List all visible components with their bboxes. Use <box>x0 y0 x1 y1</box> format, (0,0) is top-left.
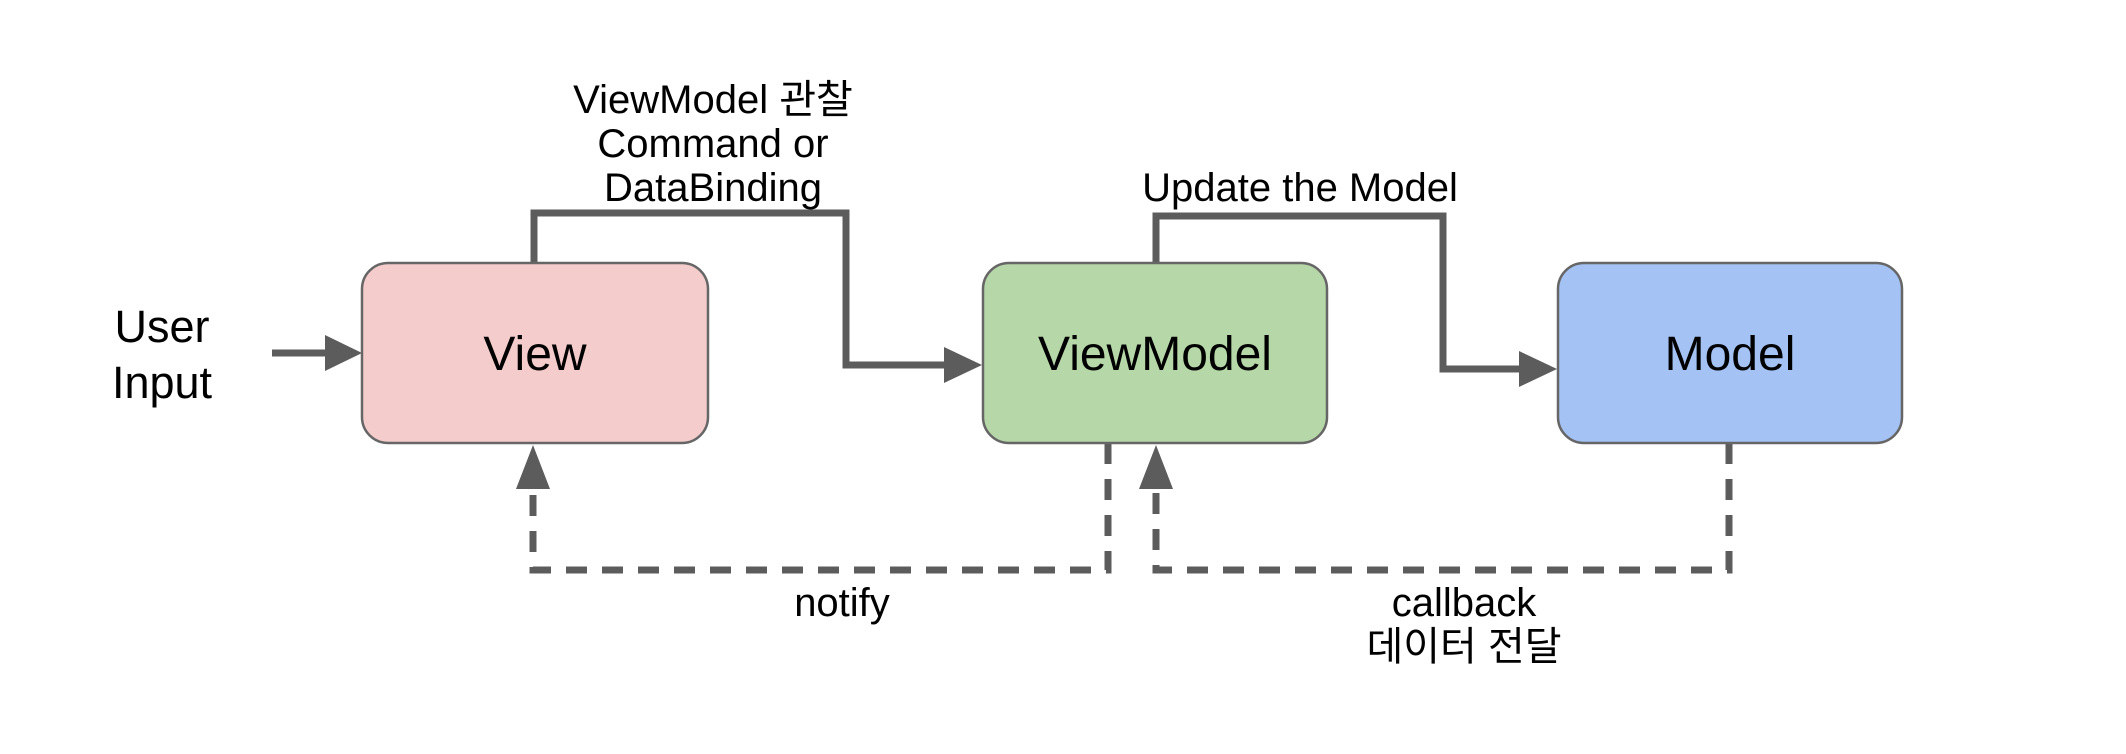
label-view-to-viewmodel-line3: DataBinding <box>604 166 822 210</box>
user-input-label-line2: Input <box>112 357 213 408</box>
node-view-box <box>360 261 710 445</box>
node-view: View <box>360 261 710 445</box>
edge-viewmodel-to-model <box>1152 212 1557 387</box>
edge-callback-line <box>1152 443 1733 574</box>
node-view-label: View <box>483 328 587 381</box>
label-callback-line1: callback <box>1392 581 1538 625</box>
label-view-to-viewmodel-line1: ViewModel 관찰 <box>573 78 853 122</box>
edge-view-to-viewmodel <box>530 209 982 383</box>
node-viewmodel-label: ViewModel <box>1038 328 1272 381</box>
label-viewmodel-to-model: Update the Model <box>1142 166 1458 210</box>
node-model-label: Model <box>1665 328 1796 381</box>
arrowhead-notify-to-view <box>516 445 550 489</box>
arrowhead-view-to-viewmodel <box>944 347 982 383</box>
edge-viewmodel-to-model-line <box>1152 212 1519 373</box>
label-callback-line2: 데이터 전달 <box>1366 625 1561 669</box>
edge-notify-viewmodel-to-view <box>516 443 1112 574</box>
label-notify: notify <box>794 581 890 625</box>
node-viewmodel-box <box>981 261 1329 445</box>
arrowhead-userinput-to-view <box>325 335 362 371</box>
edge-view-to-viewmodel-line <box>530 209 944 369</box>
arrowhead-viewmodel-to-model <box>1519 351 1557 387</box>
node-model-box <box>1556 261 1904 445</box>
edge-callback-model-to-viewmodel <box>1139 443 1733 574</box>
user-input-label-line1: User <box>114 301 209 352</box>
edge-notify-line <box>529 443 1112 574</box>
arrowhead-callback-to-viewmodel <box>1139 445 1173 489</box>
node-viewmodel: ViewModel <box>981 261 1329 445</box>
edge-userinput-to-view <box>272 335 362 371</box>
node-model: Model <box>1556 261 1904 445</box>
label-view-to-viewmodel-line2: Command or <box>597 122 828 166</box>
